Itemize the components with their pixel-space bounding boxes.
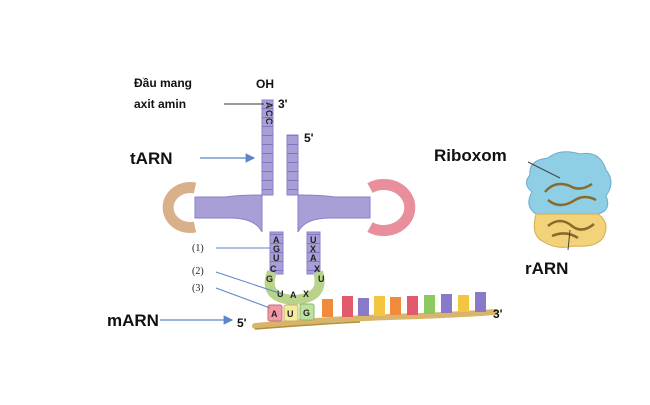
ribosome-rrna-strand-bottom <box>547 219 595 240</box>
nucleotide-peg <box>407 296 418 315</box>
anticodon-base: U <box>277 289 284 299</box>
stem-base-left: U <box>273 253 280 263</box>
ribosome-pointer-line <box>527 161 561 179</box>
nucleotide-peg <box>441 294 452 313</box>
stem-base-right: U <box>310 235 317 245</box>
stem-base-right: U <box>318 274 325 284</box>
nucleotide-peg <box>475 292 486 312</box>
annotation-pointers <box>160 103 283 325</box>
stem-base-right: X <box>314 264 320 274</box>
acceptor-stem-left <box>261 99 274 196</box>
codon-nucleotide-a <box>267 304 283 322</box>
anticodon-loop <box>264 270 325 306</box>
nucleotide-peg <box>374 296 385 316</box>
trna-label: tARN <box>130 149 173 168</box>
marker3-label: (3) <box>192 283 204 294</box>
stem-base-left: C <box>270 264 277 274</box>
anticodon-base: X <box>303 289 309 299</box>
mrna-label: mARN <box>107 311 159 330</box>
stem-base-left: G <box>273 244 280 254</box>
mrna-strand: A U G <box>252 292 498 330</box>
marker3-pointer <box>215 287 271 309</box>
rrna-label: rARN <box>525 259 568 278</box>
marker2-label: (2) <box>192 266 204 277</box>
ribosome-rrna-strand-top <box>544 182 597 207</box>
codon-nucleotide-u <box>283 304 299 322</box>
t-arm <box>297 194 371 233</box>
nucleotide-peg <box>342 296 353 317</box>
nucleotide-peg <box>424 295 435 314</box>
oh-label: OH <box>256 77 274 91</box>
nucleotide-peg <box>390 297 401 315</box>
d-loop <box>162 182 197 233</box>
nucleotide-peg <box>322 299 333 317</box>
marker2-pointer <box>215 271 283 295</box>
acceptor-base: C <box>264 118 274 125</box>
stem-base-right: X <box>310 244 316 254</box>
codon-nucleotide-g <box>299 303 315 321</box>
anticodon-bases: U A X <box>277 289 309 300</box>
codon-base: U <box>287 309 294 319</box>
anticodon-base: A <box>290 290 297 300</box>
amino-end-label-line2: axit amin <box>134 97 186 111</box>
mrna-backbone-shadow <box>254 321 361 330</box>
codon-base: G <box>303 308 310 318</box>
mrna-five-prime-label: 5' <box>237 316 247 330</box>
t-loop <box>367 179 416 236</box>
acceptor-bases: A C C <box>264 102 274 125</box>
acceptor-base: A <box>264 102 274 109</box>
mrna-nucleotides <box>322 292 486 317</box>
stem-base-left: G <box>266 274 273 284</box>
d-arm <box>194 194 263 233</box>
ribosome <box>526 151 612 251</box>
acceptor-base: C <box>264 110 274 117</box>
anticodon-stem-bases: A G U C G U X A X U <box>266 235 325 284</box>
nucleotide-peg <box>458 295 469 312</box>
stem-base-left: A <box>273 235 280 245</box>
ribosome-label: Riboxom <box>434 146 507 165</box>
marker1-label: (1) <box>192 243 204 254</box>
three-prime-top-label: 3' <box>278 97 288 111</box>
codon-base: A <box>271 309 278 319</box>
amino-end-label-line1: Đầu mang <box>134 76 192 90</box>
nucleotide-peg <box>358 298 369 316</box>
stem-base-right: A <box>310 253 317 263</box>
trna-molecule <box>162 99 416 306</box>
five-prime-top-label: 5' <box>304 131 314 145</box>
mrna-three-prime-label: 3' <box>493 307 503 321</box>
rrna-pointer-line <box>567 229 571 251</box>
acceptor-stem-right <box>286 134 299 196</box>
mrna-backbone <box>252 309 498 329</box>
